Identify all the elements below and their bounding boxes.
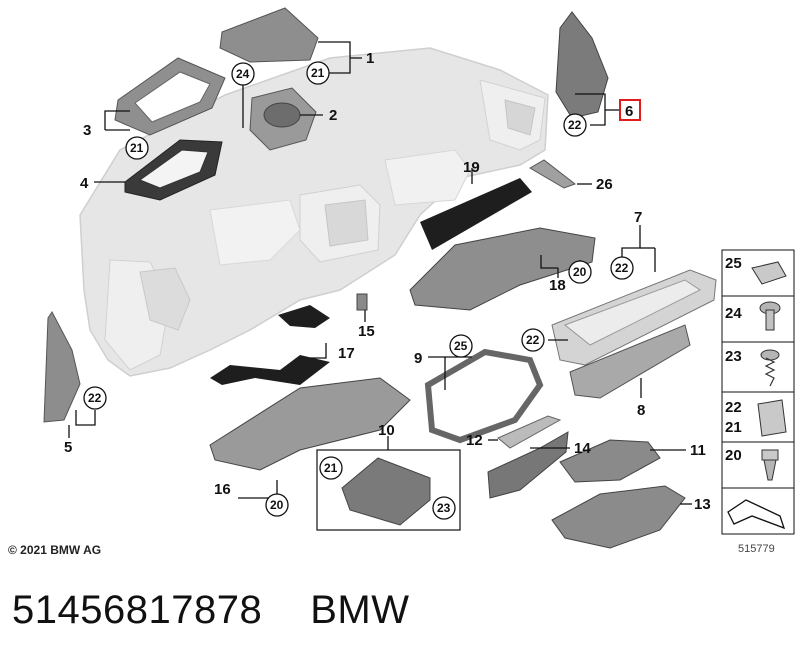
circle-20-a: 20 (568, 260, 592, 284)
circle-20-b: 20 (265, 493, 289, 517)
part-4-frame (124, 139, 223, 201)
figure-number: 515779 (738, 543, 775, 555)
svg-text:20: 20 (270, 498, 284, 512)
label-16: 16 (214, 481, 231, 498)
part-19-foam (420, 178, 532, 250)
label-17: 17 (338, 345, 355, 362)
circle-21-b: 21 (125, 136, 149, 160)
label-12: 12 (466, 432, 483, 449)
part-9-cluster-frame (424, 348, 544, 444)
label-4: 4 (80, 175, 89, 192)
label-5: 5 (64, 439, 72, 456)
fastener-legend: 25 24 23 22 21 20 (721, 249, 795, 535)
part-3-frame (114, 57, 226, 136)
svg-text:22: 22 (615, 261, 629, 275)
legend-20: 20 (725, 447, 742, 464)
part-number: 51456817878 (12, 588, 263, 632)
label-14: 14 (574, 440, 591, 457)
arrow-symbol-icon (727, 499, 786, 530)
label-19: 19 (463, 159, 480, 176)
part-1-top-cover (219, 7, 319, 63)
circle-24: 24 (231, 62, 255, 86)
clip-25-icon (751, 261, 787, 285)
circle-22-c: 22 (521, 328, 545, 352)
svg-text:21: 21 (130, 141, 144, 155)
screw-24-icon (759, 301, 781, 331)
legend-21: 21 (725, 419, 742, 436)
brand: BMW (310, 588, 410, 632)
label-6: 6 (625, 103, 633, 120)
label-7: 7 (634, 209, 642, 226)
svg-text:20: 20 (573, 265, 587, 279)
svg-text:21: 21 (324, 461, 338, 475)
svg-text:24: 24 (236, 67, 250, 81)
label-9: 9 (414, 350, 422, 367)
part-26-bracket (529, 159, 577, 189)
part-8-vent-trim (569, 324, 691, 399)
part-17-foam (210, 355, 330, 385)
circle-22-b: 22 (610, 256, 634, 280)
label-15: 15 (358, 323, 375, 340)
label-1: 1 (366, 50, 374, 67)
part-11-column-cover (559, 439, 661, 483)
screw-23-icon (760, 349, 780, 387)
svg-text:22: 22 (568, 118, 582, 132)
circle-22-a: 22 (563, 113, 587, 137)
copyright: © 2021 BMW AG (8, 543, 102, 557)
svg-text:23: 23 (437, 501, 451, 515)
legend-22: 22 (725, 399, 742, 416)
part-15-clip (356, 293, 368, 311)
circle-22-d: 22 (83, 386, 107, 410)
leader-lines (68, 41, 692, 505)
callout-labels: 1 2 3 4 5 6 7 8 9 10 11 12 13 14 15 16 1… (64, 50, 711, 513)
clip-20-icon (761, 449, 779, 481)
label-26: 26 (596, 176, 613, 193)
part-16-carrier (209, 377, 411, 471)
legend-23: 23 (725, 348, 742, 365)
part-14-trim (487, 431, 569, 499)
legend-24: 24 (725, 305, 742, 322)
svg-text:22: 22 (88, 391, 102, 405)
part-12-strip (497, 415, 562, 449)
circle-25: 25 (449, 334, 473, 358)
circle-21-c: 21 (319, 456, 343, 480)
part-17-foam-b (278, 305, 330, 328)
circled-labels: 21 24 21 22 22 20 22 25 22 20 21 23 (83, 61, 634, 520)
part-5-side-panel (43, 311, 81, 423)
part-7-display-trim (551, 269, 717, 366)
svg-text:22: 22 (526, 333, 540, 347)
label-18: 18 (549, 277, 566, 294)
svg-text:25: 25 (454, 339, 468, 353)
part-2-round-trim (249, 87, 317, 151)
label-10: 10 (378, 422, 395, 439)
label-8: 8 (637, 402, 645, 419)
svg-text:21: 21 (311, 66, 325, 80)
circle-23: 23 (432, 496, 456, 520)
label-11: 11 (690, 442, 706, 459)
legend-25: 25 (725, 255, 742, 272)
part-number-line: 51456817878 BMW (12, 588, 409, 633)
label-13: 13 (694, 496, 711, 513)
label-6-highlight-box (619, 99, 641, 121)
part-6-side-panel (555, 11, 609, 119)
label-2: 2 (329, 107, 337, 124)
dashboard-body (79, 47, 549, 377)
part-13-lower-cover (551, 485, 686, 549)
part-18-bracket (409, 227, 596, 311)
label-3: 3 (83, 122, 91, 139)
part-10-glovebox (341, 457, 431, 526)
clip-22-icon (757, 399, 787, 437)
circle-21-a: 21 (306, 61, 330, 85)
